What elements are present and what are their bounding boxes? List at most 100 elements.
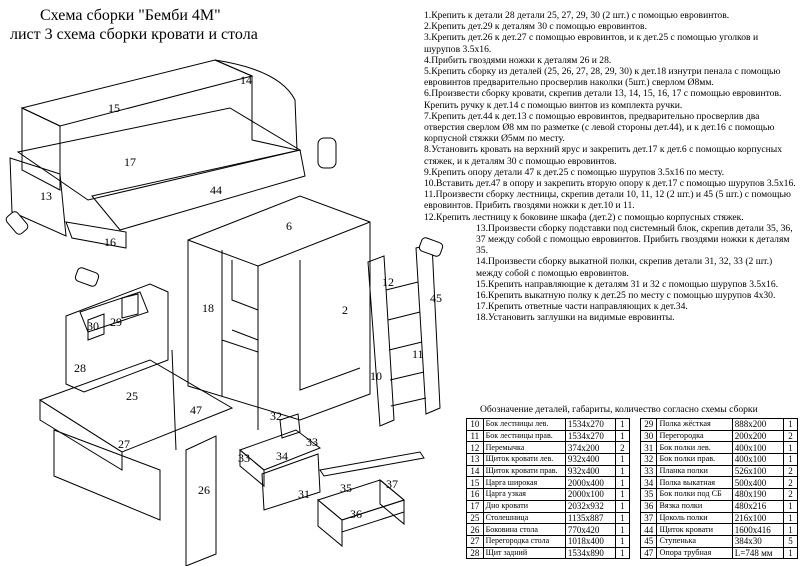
part-number: 10	[466, 418, 484, 431]
part-name: Цоколь полки	[656, 511, 733, 525]
part-name: Перемычка	[482, 441, 566, 455]
part-name: Бок лестницы прав.	[482, 429, 566, 443]
part-number: 31	[639, 441, 658, 455]
label-12: 12	[382, 275, 394, 289]
part-name: Царга узкая	[482, 488, 566, 501]
part-dimensions: 480х216	[731, 499, 784, 513]
label-34: 34	[276, 449, 288, 463]
desk-back-28	[65, 283, 169, 393]
sheet-title: Схема сборки "Бемби 4М" лист 3 схема сбо…	[10, 6, 258, 44]
part-name: Щиток кровати прав.	[482, 464, 566, 478]
part-quantity: 1	[614, 418, 631, 431]
part-quantity: 1	[614, 464, 631, 478]
label-33: 33	[306, 435, 318, 449]
bolt-icon	[5, 211, 29, 235]
step-6: 6.Произвести сборку кровати, скрепив дет…	[424, 88, 782, 111]
part-name: Дно кровати	[482, 499, 566, 513]
part-quantity: 1	[782, 523, 799, 536]
part-dimensions: 500х400	[731, 476, 784, 490]
wardrobe-top-edge	[257, 221, 371, 267]
label-6: 6	[286, 219, 292, 233]
step-10: 10.Вставить дет.47 в опору и закрепить в…	[424, 178, 796, 190]
bed-panel-15-edge	[21, 107, 61, 191]
label-13: 13	[40, 189, 52, 203]
part-name: Полка выкатная	[656, 476, 733, 490]
part-quantity: 2	[614, 441, 631, 455]
part-number: 34	[639, 476, 658, 490]
assembly-steps: 1.Крепить к детали 28 детали 25, 27, 29,…	[424, 10, 796, 324]
label-14: 14	[240, 73, 252, 87]
part-name: Бок полки прав.	[656, 453, 733, 466]
part-name: Перегородка стола	[482, 534, 566, 548]
step-4: 4.Прибить гвоздями ножки к деталям 26 и …	[424, 54, 612, 66]
part-number: 27	[466, 534, 484, 548]
step-8: 8.Установить кровать на верхний ярус и з…	[424, 144, 783, 167]
part-name: Столешница	[482, 511, 566, 525]
part-number: 30	[639, 429, 658, 443]
part-quantity: 1	[614, 534, 631, 548]
step-16: 16.Крепить выкатную полку к дет.25 по ме…	[476, 290, 776, 302]
part-quantity: 1	[782, 453, 799, 466]
part-dimensions: 932х400	[564, 453, 616, 466]
label-47: 47	[190, 403, 202, 417]
part-dimensions: 1534х270	[564, 418, 616, 431]
part-dimensions: 384х30	[731, 534, 784, 548]
label-36: 36	[350, 507, 362, 521]
step-5: 5.Крепить сборку из деталей (25, 26, 27,…	[424, 66, 781, 89]
step-15: 15.Крепить направляющие к деталям 31 и 3…	[476, 278, 779, 290]
part-number: 33	[639, 464, 658, 478]
part-quantity: 2	[782, 488, 799, 501]
label-15: 15	[108, 101, 120, 115]
part-name: Бок полки лев.	[656, 441, 733, 455]
step-12: 12.Крепить лестницу к боковине шкафа (де…	[424, 211, 744, 223]
part-name: Вязка полки	[656, 499, 733, 513]
part-number: 12	[466, 441, 484, 455]
part-dimensions: 770х420	[564, 523, 616, 536]
part-name: Щиток кровати	[656, 523, 733, 536]
part-number: 28	[466, 546, 484, 560]
part-number: 16	[466, 488, 484, 501]
desk-shelf-29	[79, 291, 149, 333]
label-28: 28	[74, 361, 86, 375]
step-9: 9.Крепить опору детали 47 к дет.25 с пом…	[424, 166, 724, 178]
part-name: Полка жёсткая	[656, 418, 733, 431]
label-10: 10	[370, 369, 382, 383]
part-dimensions: 400х100	[731, 453, 784, 466]
assembly-drawing: 15 14 17 44 13 16 6 18 2 12 45 11 10 30 …	[5, 59, 444, 566]
desk-side-26	[185, 435, 217, 566]
part-dimensions: 216х100	[731, 511, 784, 525]
part-dimensions: 2000х100	[564, 488, 616, 501]
part-number: 37	[639, 511, 658, 525]
step-17: 17.Крепить ответные части направляющих к…	[476, 301, 688, 313]
part-quantity: 5	[782, 534, 799, 548]
part-number: 25	[466, 511, 484, 525]
part-name: Боковина стола	[482, 523, 566, 536]
bolt-icon	[418, 237, 444, 257]
part-dimensions: 1135х887	[564, 511, 616, 525]
part-number: 35	[639, 488, 658, 501]
part-quantity: 1	[614, 546, 631, 560]
wardrobe-body	[187, 195, 371, 421]
part-quantity: 2	[782, 476, 799, 490]
part-dimensions: 400х100	[731, 441, 784, 455]
label-37: 37	[386, 477, 398, 491]
bolt-icons	[5, 137, 444, 287]
part-name: Щиток кровати лев.	[482, 453, 566, 466]
part-number: 36	[639, 499, 658, 513]
